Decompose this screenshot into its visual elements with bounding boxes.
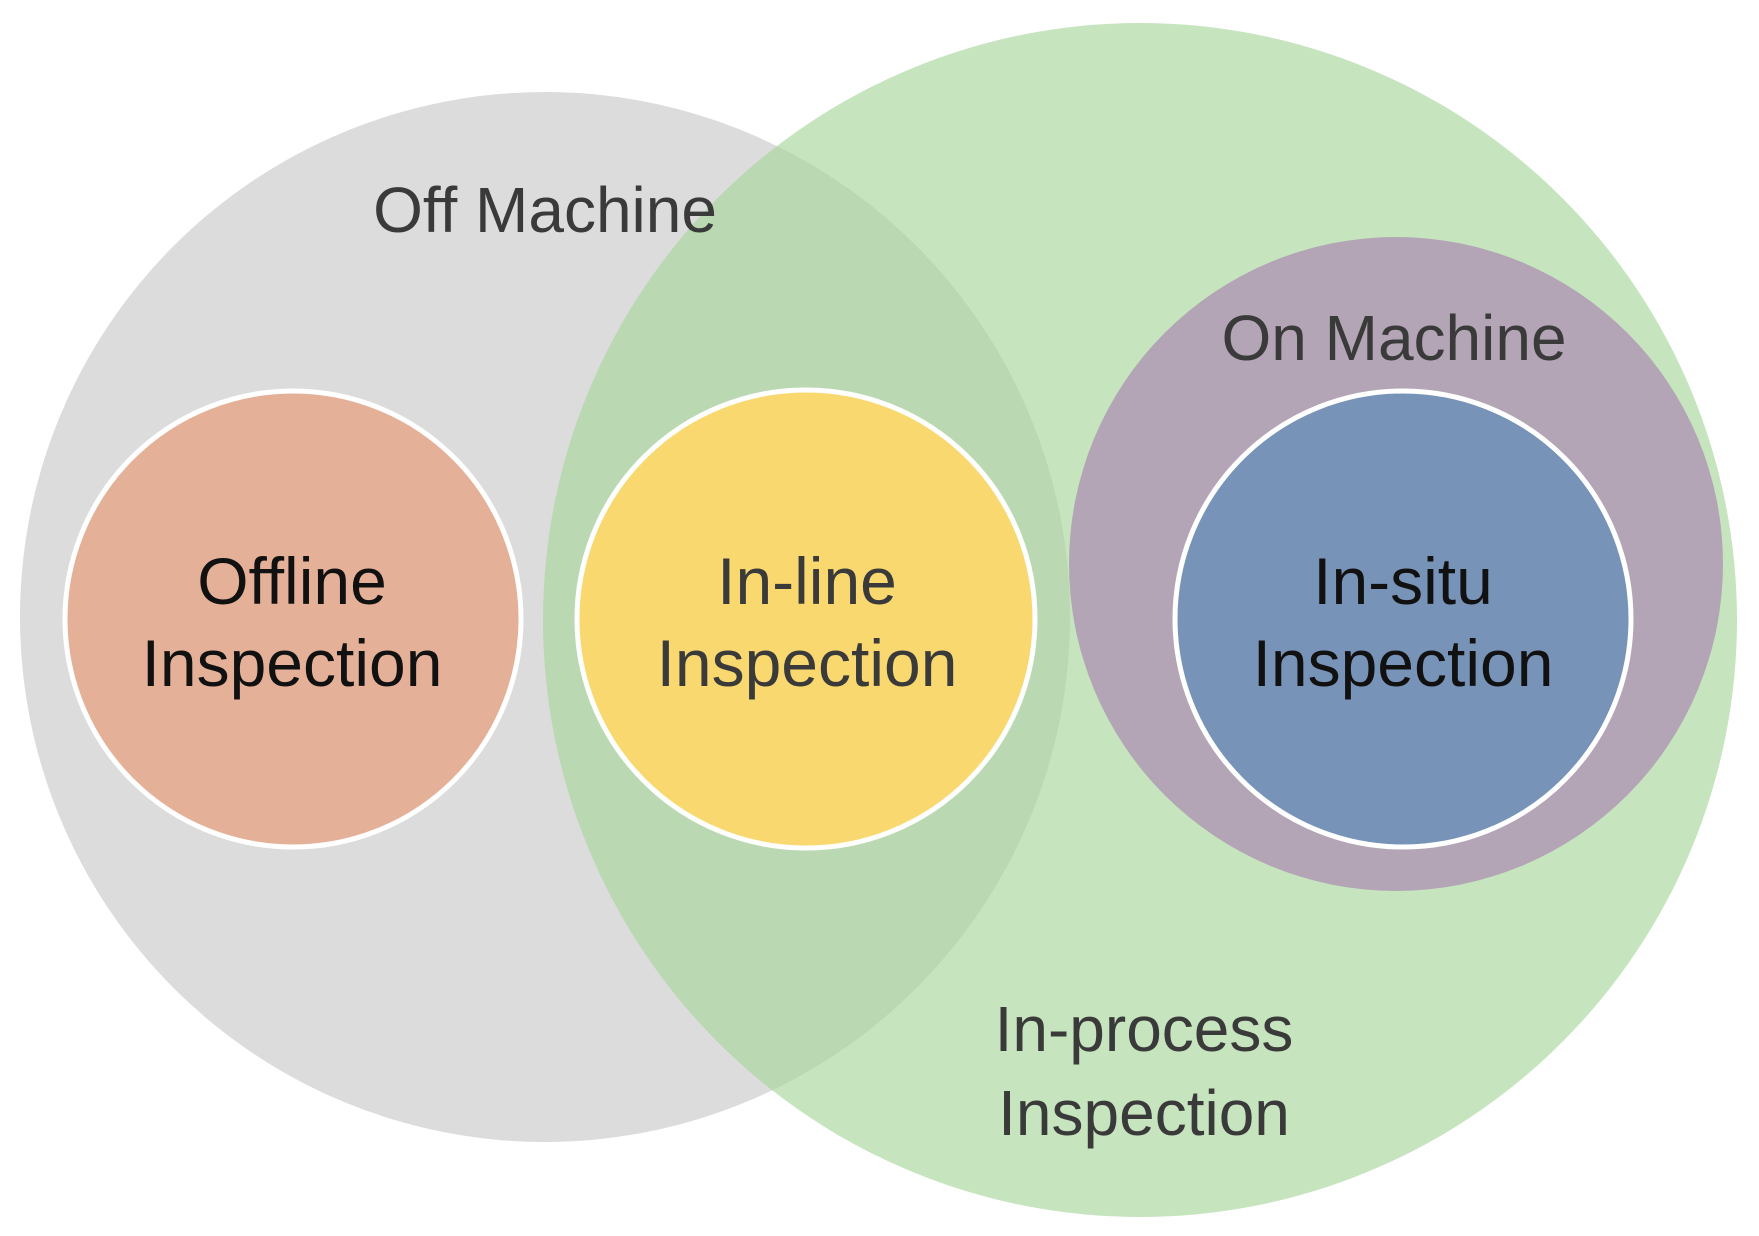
off-machine-label: Off Machine xyxy=(373,174,717,246)
inline-label-line1: In-line xyxy=(717,544,897,618)
insitu-label-line2: Inspection xyxy=(1253,626,1554,700)
inline-label-line2: Inspection xyxy=(657,626,958,700)
offline-label-line1: Offline xyxy=(197,544,387,618)
insitu-inspection-node xyxy=(1172,388,1634,850)
offline-label-line2: Inspection xyxy=(142,626,443,700)
offline-inspection-node xyxy=(62,388,524,850)
in-process-label-line2: Inspection xyxy=(998,1077,1290,1149)
in-process-label-line1: In-process xyxy=(995,993,1294,1065)
inline-inspection-node xyxy=(574,387,1038,851)
on-machine-label: On Machine xyxy=(1221,302,1566,374)
insitu-label-line1: In-situ xyxy=(1313,544,1493,618)
